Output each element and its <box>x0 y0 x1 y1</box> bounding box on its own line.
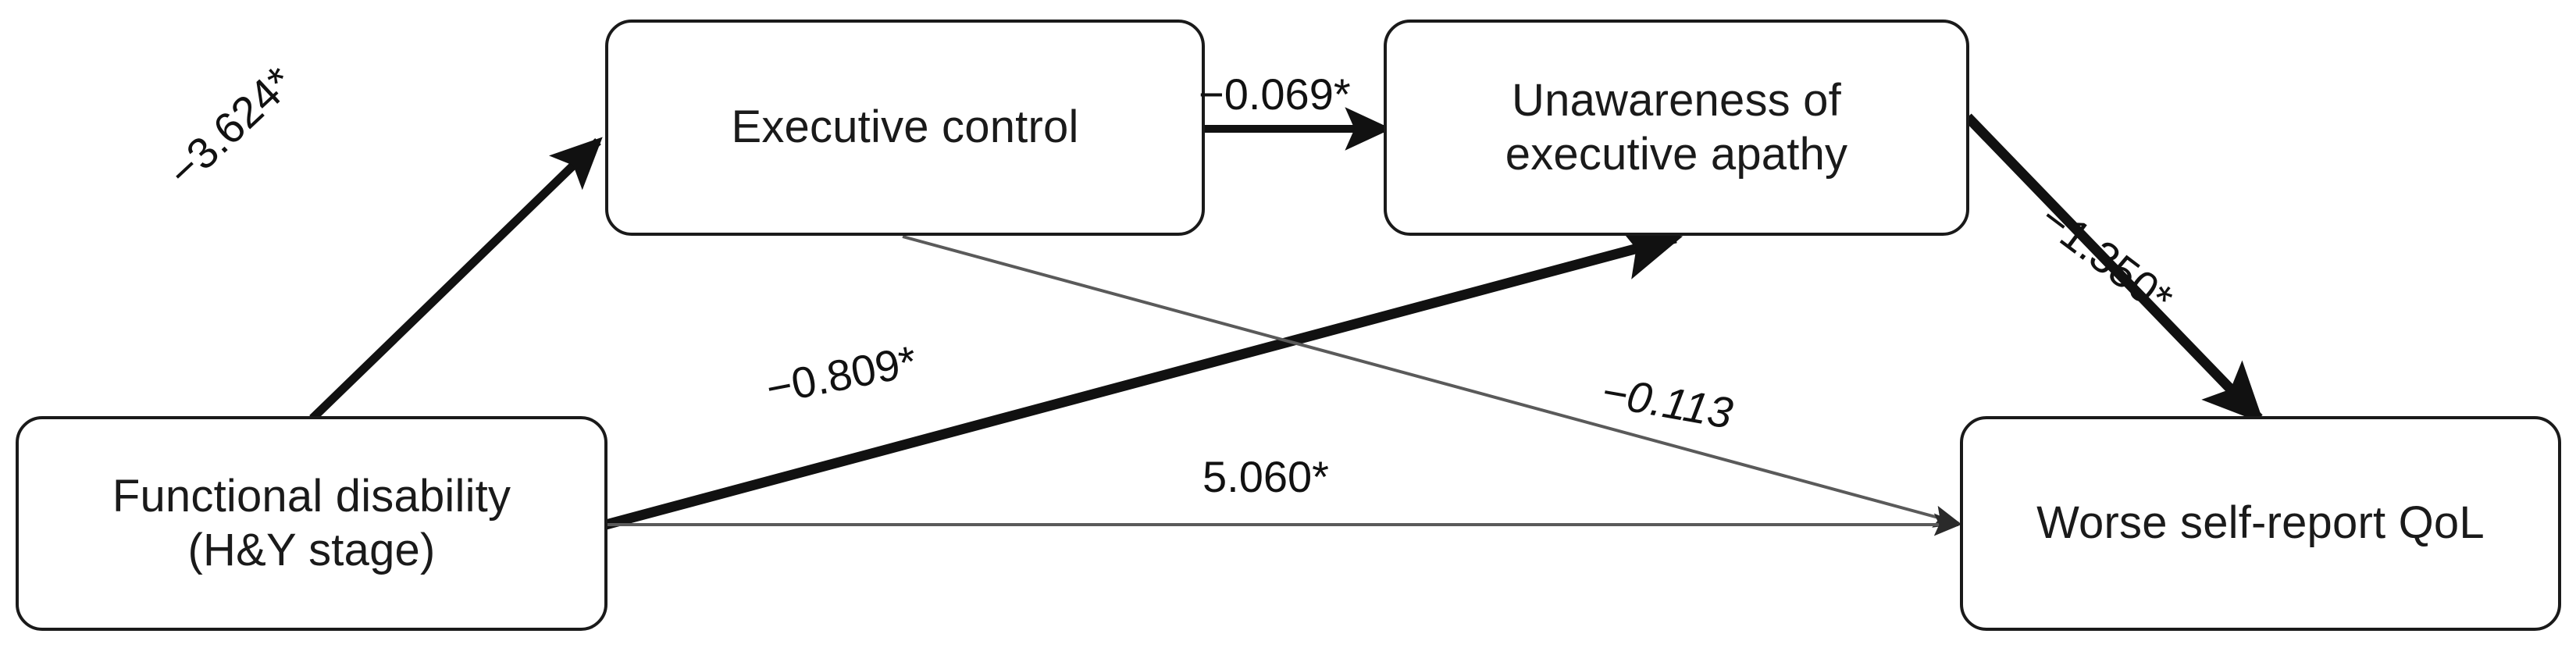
node-unawareness-executive-apathy[interactable]: Unawareness of executive apathy <box>1384 20 1969 236</box>
node-label-unawareness-executive-apathy: Unawareness of executive apathy <box>1505 75 1848 180</box>
edge-line-unaware-to-qol <box>1964 113 2264 424</box>
node-worse-self-report-qol[interactable]: Worse self-report QoL <box>1960 416 2561 631</box>
node-executive-control[interactable]: Executive control <box>605 20 1205 236</box>
node-label-worse-self-report-qol: Worse self-report QoL <box>2036 497 2485 549</box>
node-label-executive-control: Executive control <box>731 101 1079 153</box>
edge-label-fd-to-qol: 5.060* <box>1202 452 1329 501</box>
edge-line-fd-to-ec <box>309 137 603 422</box>
edge-label-ec-to-unaware: −0.069* <box>1199 69 1351 119</box>
node-functional-disability[interactable]: Functional disability (H&Y stage) <box>16 416 607 631</box>
edge-line-ec-to-qol <box>902 235 1961 528</box>
node-label-functional-disability: Functional disability (H&Y stage) <box>112 471 511 575</box>
edge-line-fd-to-unaware <box>604 224 1683 530</box>
